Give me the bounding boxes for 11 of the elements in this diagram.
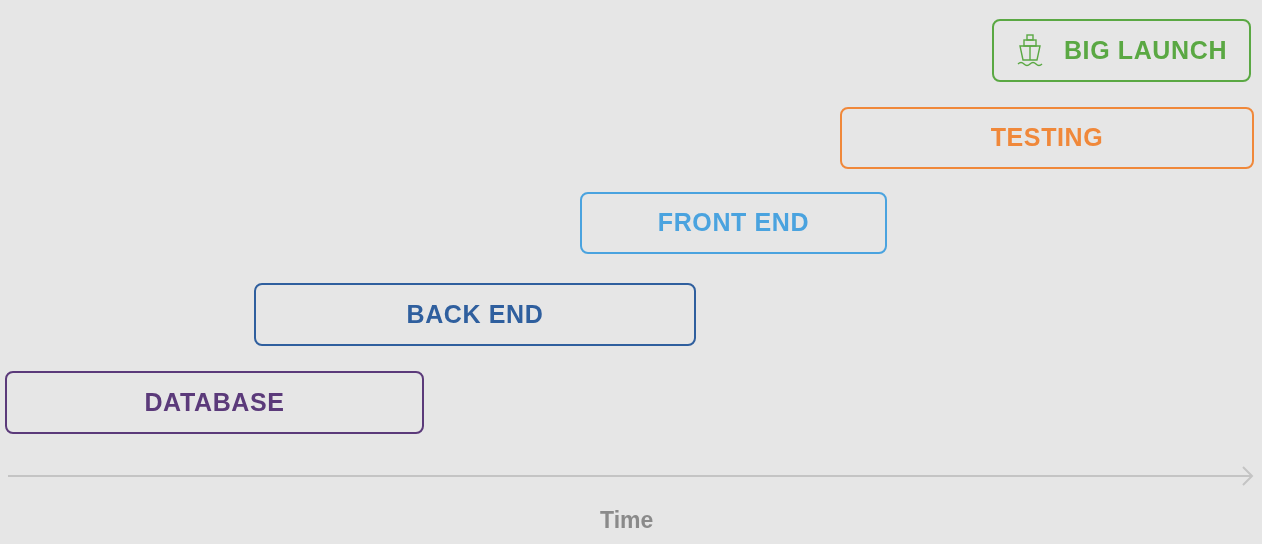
phase-label: FRONT END	[657, 207, 810, 239]
phase-box	[840, 107, 1254, 169]
axis-label: Time	[600, 506, 654, 535]
phase-box	[5, 371, 424, 434]
phase-label: DATABASE	[144, 386, 285, 418]
phase-label: TESTING	[990, 122, 1104, 154]
phase-box	[254, 283, 696, 346]
phase-label: BIG LAUNCH	[1063, 34, 1228, 66]
phase-box	[580, 192, 887, 254]
phase-label: BACK END	[406, 298, 544, 330]
phase-box	[992, 19, 1251, 82]
